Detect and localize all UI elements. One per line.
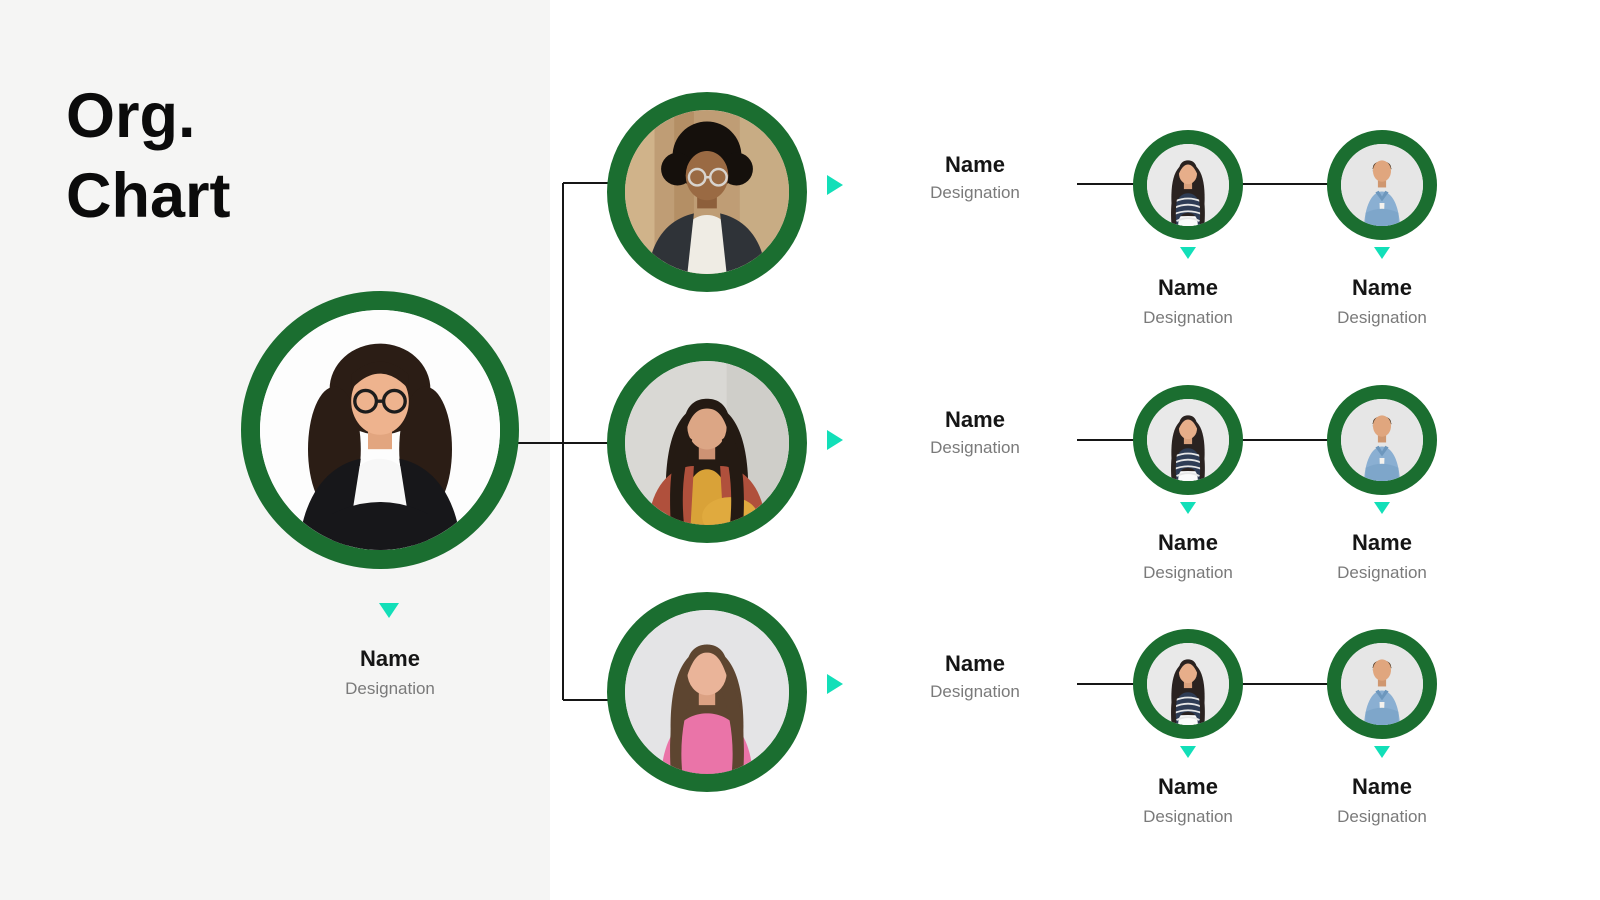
arrow-down-icon: [1374, 746, 1390, 758]
root-avatar: [260, 310, 500, 550]
arrow-down-icon: [1374, 247, 1390, 259]
branch3-member1-label-block: Name Designation: [1088, 774, 1288, 827]
branch3-manager-designation: Designation: [930, 682, 1020, 701]
branch1-member1-avatar: [1147, 144, 1229, 226]
branch1-member2-name: Name: [1352, 275, 1412, 300]
branch2-member1-photo[interactable]: [1133, 385, 1243, 495]
root-label-block: Name Designation: [285, 646, 495, 699]
branch1-manager-avatar: [625, 110, 789, 274]
branch1-member2-photo[interactable]: [1327, 130, 1437, 240]
title-line-2: Chart: [66, 161, 231, 231]
branch3-member2-label-block: Name Designation: [1282, 774, 1482, 827]
branch2-manager-avatar: [625, 361, 789, 525]
branch2-member2-avatar: [1341, 399, 1423, 481]
root-designation: Designation: [345, 679, 435, 698]
branch3-manager-name: Name: [945, 651, 1005, 676]
arrow-down-icon: [1374, 502, 1390, 514]
branch2-member1-name: Name: [1158, 530, 1218, 555]
branch1-member1-designation: Designation: [1143, 308, 1233, 327]
arrow-down-icon: [1180, 247, 1196, 259]
branch3-member2-photo[interactable]: [1327, 629, 1437, 739]
branch1-member2-label-block: Name Designation: [1282, 275, 1482, 328]
root-name: Name: [360, 646, 420, 671]
arrow-down-icon: [1180, 746, 1196, 758]
branch1-member1-label-block: Name Designation: [1088, 275, 1288, 328]
root-photo[interactable]: [241, 291, 519, 569]
arrow-right-icon: [827, 674, 843, 694]
branch3-manager-avatar: [625, 610, 789, 774]
branch3-member2-designation: Designation: [1337, 807, 1427, 826]
branch2-member1-designation: Designation: [1143, 563, 1233, 582]
branch3-member1-designation: Designation: [1143, 807, 1233, 826]
branch1-member1-photo[interactable]: [1133, 130, 1243, 240]
branch2-member2-designation: Designation: [1337, 563, 1427, 582]
branch2-member2-photo[interactable]: [1327, 385, 1437, 495]
arrow-down-icon: [379, 603, 399, 618]
branch2-member2-label-block: Name Designation: [1282, 530, 1482, 583]
branch3-member1-avatar: [1147, 643, 1229, 725]
branch1-manager-name: Name: [945, 152, 1005, 177]
branch3-manager-label-block: Name Designation: [860, 651, 1090, 702]
branch1-member1-name: Name: [1158, 275, 1218, 300]
branch2-member2-name: Name: [1352, 530, 1412, 555]
branch1-manager-label-block: Name Designation: [860, 152, 1090, 203]
branch2-member1-label-block: Name Designation: [1088, 530, 1288, 583]
page-title: Org. Chart: [66, 76, 231, 236]
branch2-manager-label-block: Name Designation: [860, 407, 1090, 458]
branch2-manager-name: Name: [945, 407, 1005, 432]
branch3-member2-avatar: [1341, 643, 1423, 725]
branch2-member1-avatar: [1147, 399, 1229, 481]
arrow-right-icon: [827, 430, 843, 450]
branch1-member2-designation: Designation: [1337, 308, 1427, 327]
arrow-down-icon: [1180, 502, 1196, 514]
branch3-member2-name: Name: [1352, 774, 1412, 799]
branch3-member1-name: Name: [1158, 774, 1218, 799]
branch1-manager-designation: Designation: [930, 183, 1020, 202]
branch1-member2-avatar: [1341, 144, 1423, 226]
branch3-member1-photo[interactable]: [1133, 629, 1243, 739]
branch3-manager-photo[interactable]: [607, 592, 807, 792]
title-line-1: Org.: [66, 81, 196, 151]
branch2-manager-designation: Designation: [930, 438, 1020, 457]
branch1-manager-photo[interactable]: [607, 92, 807, 292]
branch2-manager-photo[interactable]: [607, 343, 807, 543]
arrow-right-icon: [827, 175, 843, 195]
